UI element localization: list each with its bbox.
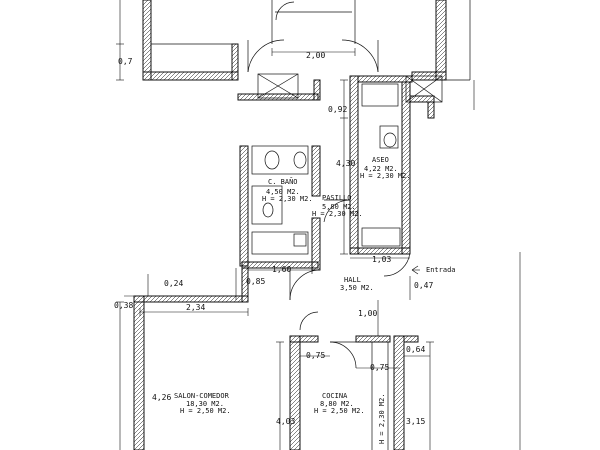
room-cocina-name: COCINA <box>322 392 348 400</box>
room-aseo-name: ASEO <box>372 156 389 164</box>
vertical-height-label: H = 2,30 M2. <box>378 393 386 444</box>
dim-4-03: 4,03 <box>276 417 295 426</box>
dim-0-92: 0,92 <box>328 105 347 114</box>
room-bano-name: C. BAÑO <box>268 177 298 186</box>
dim-0-7: 0,7 <box>118 57 133 66</box>
dimension-lines <box>116 0 521 450</box>
dim-4-30: 4,30 <box>336 159 355 168</box>
room-bano-height: H = 2,30 M2. <box>262 195 313 203</box>
dim-0-38: 0,38 <box>114 301 133 310</box>
room-hall-name: HALL <box>344 276 361 284</box>
dim-2-34: 2,34 <box>186 303 205 312</box>
room-aseo-area: 4,22 M2. <box>364 165 398 173</box>
core-walls <box>237 75 435 271</box>
room-salon-area: 18,30 M2. <box>186 400 224 408</box>
bathroom-fixtures <box>251 83 401 255</box>
room-cocina-area: 8,80 M2. <box>320 400 354 408</box>
lower-walls <box>133 267 419 450</box>
entrada-label: Entrada <box>426 266 456 274</box>
top-walls <box>142 0 471 81</box>
upper-doors <box>247 1 379 73</box>
dim-4-26: 4,26 <box>152 393 171 402</box>
room-labels: C. BAÑO 4,50 M2. H = 2,30 M2. PASILLO 5,… <box>174 156 456 444</box>
dim-2-00: 2,00 <box>306 51 325 60</box>
dim-0-75-left: 0,75 <box>306 351 325 360</box>
dim-0-85: 0,85 <box>246 277 265 286</box>
dim-1-03: 1,03 <box>372 255 391 264</box>
dim-3-15: 3,15 <box>406 417 425 426</box>
room-salon-name: SALON-COMEDOR <box>174 392 230 400</box>
dim-0-24: 0,24 <box>164 279 183 288</box>
room-salon-height: H = 2,50 M2. <box>180 407 231 415</box>
dim-0-64: 0,64 <box>406 345 425 354</box>
room-pasillo-name: PASILLO <box>322 194 352 202</box>
dimension-labels: 0,7 2,00 0,92 4,30 1,03 1,60 0,85 0,24 0… <box>114 51 433 426</box>
core-doors <box>289 199 411 301</box>
room-bano-area: 4,50 M2. <box>266 188 300 196</box>
room-hall-area: 3,50 M2. <box>340 284 374 292</box>
dim-1-00: 1,00 <box>358 309 377 318</box>
room-cocina-height: H = 2,50 M2. <box>314 407 365 415</box>
dim-0-47: 0,47 <box>414 281 433 290</box>
room-aseo-height: H = 2,30 M2. <box>360 172 411 180</box>
dim-1-60: 1,60 <box>272 265 291 274</box>
dim-0-75-right: 0,75 <box>370 363 389 372</box>
room-pasillo-height: H = 2,30 M2. <box>312 210 363 218</box>
room-pasillo-area: 5,80 M2. <box>322 203 356 211</box>
